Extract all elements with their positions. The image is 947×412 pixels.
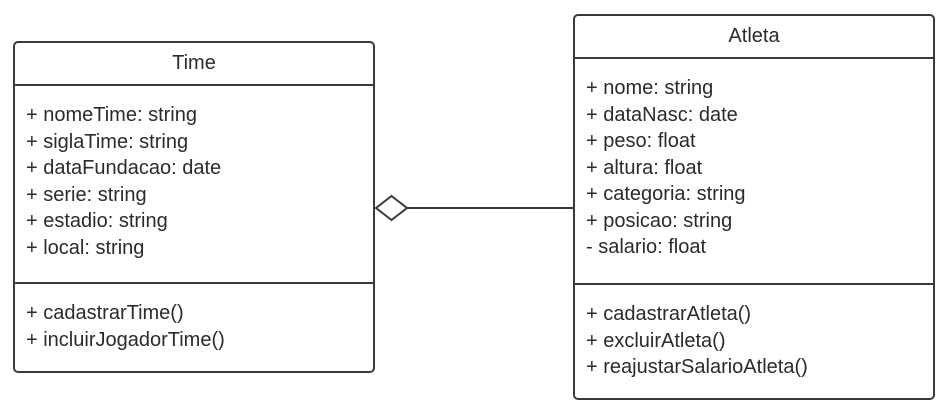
method-compartment: + cadastrarTime() + incluirJogadorTime() [15,284,373,371]
method: + reajustarSalarioAtleta() [586,356,808,378]
attribute: + peso: float [586,130,696,152]
attribute: + siglaTime: string [26,130,189,153]
attribute: - salario: float [586,236,707,258]
attribute: + estadio: string [26,210,168,232]
method-compartment: + cadastrarAtleta() + excluirAtleta() + … [575,285,933,398]
attribute: + dataFundacao: date [26,157,222,179]
method: + incluirJogadorTime() [26,328,225,351]
attribute: + nome: string [586,77,714,99]
aggregation-diamond-icon [374,194,409,222]
class-atleta[interactable]: Atleta + nome: string + dataNasc: date +… [573,14,935,400]
class-name: Atleta [575,16,933,59]
class-name: Time [15,43,373,86]
attribute: + local: string [26,236,145,259]
attribute-compartment: + nomeTime: string + siglaTime: string +… [15,86,373,284]
attribute: + posicao: string [586,209,733,232]
attribute: + serie: string [26,183,147,206]
attribute: + dataNasc: date [586,103,738,126]
method: + excluirAtleta() [586,329,726,352]
attribute: + altura: float [586,156,703,179]
attribute: + categoria: string [586,183,746,205]
method: + cadastrarTime() [26,302,184,324]
attribute: + nomeTime: string [26,104,197,126]
method: + cadastrarAtleta() [586,303,752,325]
attribute-compartment: + nome: string + dataNasc: date + peso: … [575,59,933,285]
class-time[interactable]: Time + nomeTime: string + siglaTime: str… [13,41,375,373]
